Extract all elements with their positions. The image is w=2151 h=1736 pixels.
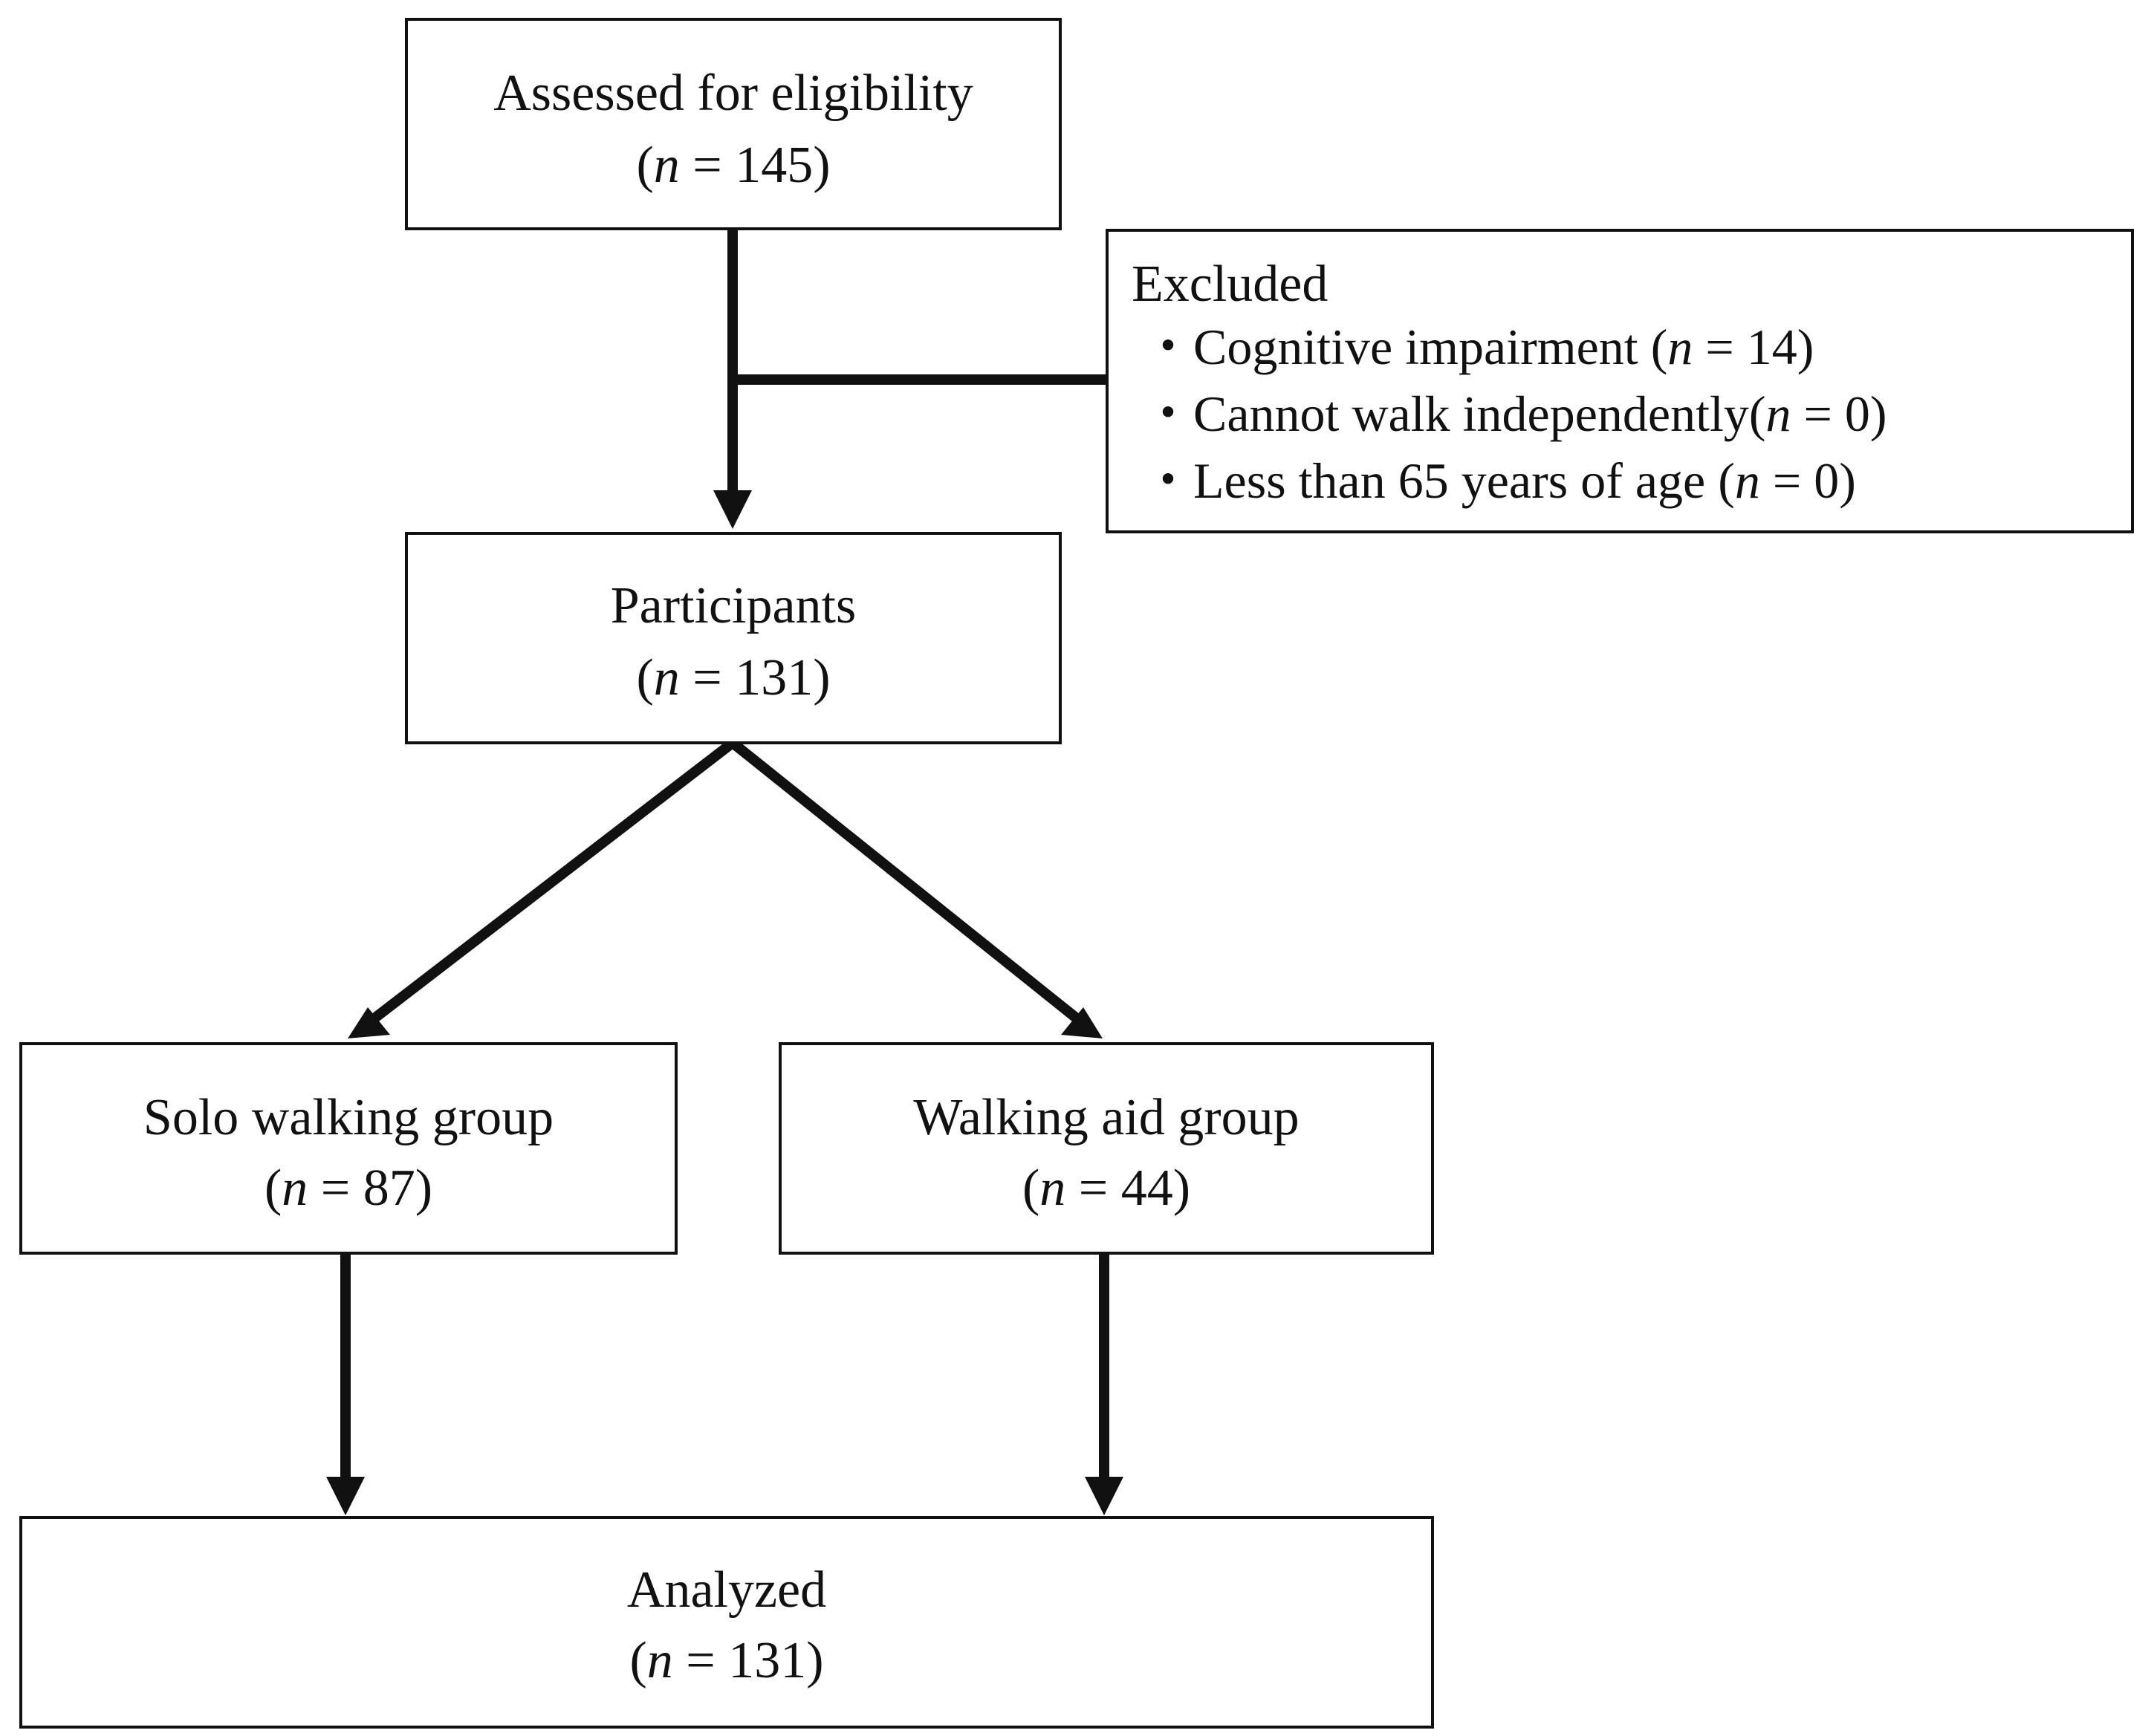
node-solo-box (19, 1042, 678, 1255)
node-participants-title: Participants (611, 577, 856, 634)
node-aid-box (779, 1042, 1434, 1255)
edge-participants-to-aid (729, 738, 1080, 1022)
excluded-item-walk: ・Cannot walk independently(n = 0) (1143, 386, 1887, 442)
node-assessed-title: Assessed for eligibility (493, 65, 973, 122)
arrowhead-participants (713, 490, 752, 529)
node-analyzed: Analyzed (n = 131) (19, 1516, 1434, 1729)
arrowhead-analyzed-left (326, 1477, 365, 1515)
excluded-item-age: ・Less than 65 years of age (n = 0) (1143, 452, 1856, 509)
node-excluded: Excluded ・Cognitive impairment (n = 14) … (1106, 229, 2134, 533)
arrowhead-solo (348, 1007, 390, 1038)
node-solo-title: Solo walking group (143, 1089, 554, 1146)
node-analyzed-title: Analyzed (627, 1561, 826, 1619)
node-aid: Walking aid group (n = 44) (779, 1042, 1434, 1255)
edge-participants-to-solo (372, 738, 736, 1022)
node-analyzed-box (19, 1516, 1434, 1729)
node-analyzed-count: (n = 131) (629, 1632, 823, 1689)
arrowhead-aid (1061, 1007, 1103, 1038)
node-solo: Solo walking group (n = 87) (19, 1042, 678, 1255)
node-assessed: Assessed for eligibility (n = 145) (405, 18, 1062, 230)
node-participants-count: (n = 131) (636, 649, 830, 706)
node-participants: Participants (n = 131) (405, 532, 1062, 744)
excluded-item-cognitive: ・Cognitive impairment (n = 14) (1143, 319, 1814, 375)
node-assessed-count: (n = 145) (636, 137, 830, 194)
node-excluded-box (1106, 229, 2134, 533)
node-aid-title: Walking aid group (913, 1089, 1299, 1146)
node-excluded-title: Excluded (1132, 256, 1328, 313)
node-solo-count: (n = 87) (265, 1160, 432, 1217)
connectors (326, 230, 1123, 1515)
node-assessed-box (405, 18, 1062, 230)
node-aid-count: (n = 44) (1022, 1160, 1190, 1217)
arrowhead-analyzed-right (1085, 1477, 1123, 1515)
node-participants-box (405, 532, 1062, 744)
